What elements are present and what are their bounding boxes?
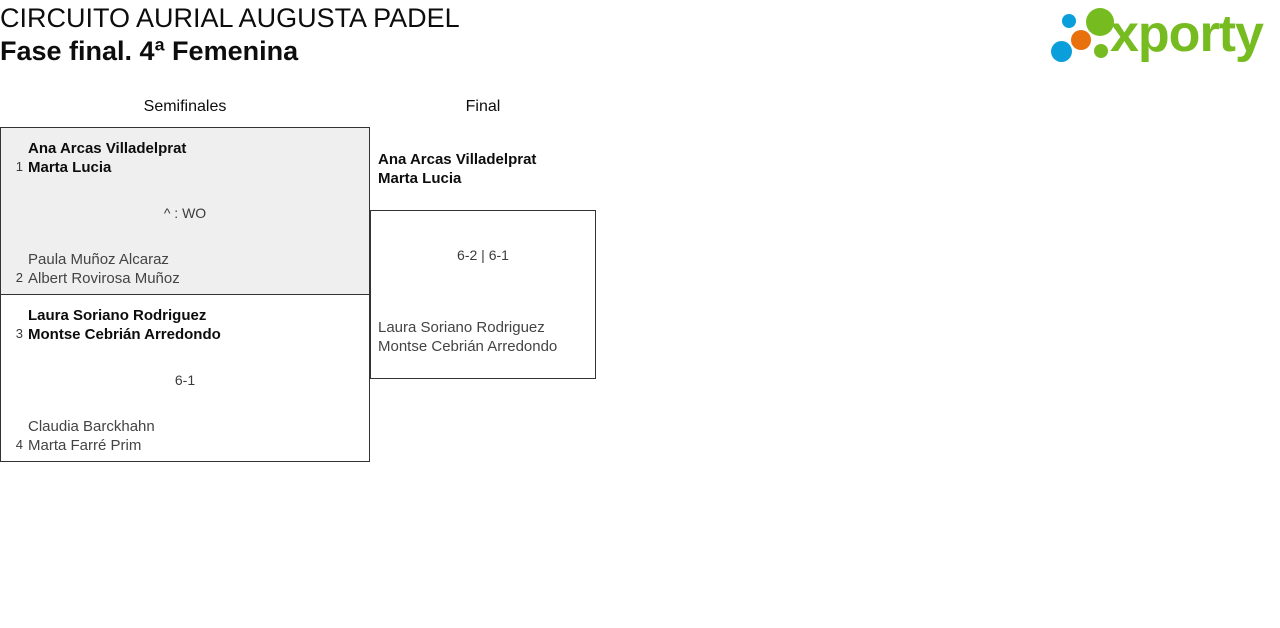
xporty-logo[interactable]: xporty	[1044, 5, 1272, 64]
match-semifinal-2-score: 6-1	[174, 372, 196, 388]
page-header: CIRCUITO AURIAL AUGUSTA PADEL Fase final…	[0, 0, 1280, 78]
match-semifinal-1-score: ^ : WO	[163, 205, 207, 221]
player-name: Ana Arcas Villadelprat	[28, 140, 187, 157]
logo-dot-blue-large	[1051, 41, 1072, 62]
player-name: Montse Cebrián Arredondo	[28, 326, 221, 343]
logo-dot-green-small	[1094, 44, 1108, 58]
logo-dot-blue-small	[1062, 14, 1076, 28]
logo-wordmark: xporty	[1110, 5, 1264, 63]
match-semifinal-2-team-bottom[interactable]: 4 Claudia Barckhahn Marta Farré Prim	[1, 417, 369, 455]
seed-number: 3	[15, 326, 23, 341]
match-final[interactable]: 6-2 | 6-1	[370, 210, 596, 379]
player-name: Marta Lucia	[28, 159, 112, 176]
match-final-team-bottom[interactable]: Laura Soriano Rodriguez Montse Cebrián A…	[378, 318, 593, 356]
player-name: Ana Arcas Villadelprat	[378, 151, 537, 168]
player-name: Claudia Barckhahn	[28, 418, 155, 435]
logo-dot-green-large	[1086, 8, 1114, 36]
round-header-semifinals: Semifinales	[143, 98, 227, 115]
match-semifinal-1[interactable]: 1 Ana Arcas Villadelprat Marta Lucia ^ :…	[0, 127, 370, 295]
seed-number: 2	[15, 270, 23, 285]
match-semifinal-1-team-top[interactable]: 1 Ana Arcas Villadelprat Marta Lucia	[1, 139, 369, 177]
player-name: Albert Rovirosa Muñoz	[28, 270, 180, 287]
round-header-final: Final	[465, 98, 501, 115]
phase-title: Fase final. 4ª Femenina	[0, 36, 299, 66]
logo-dots-icon	[1050, 8, 1116, 62]
logo-dot-orange	[1071, 30, 1091, 50]
tournament-title: CIRCUITO AURIAL AUGUSTA PADEL	[0, 3, 460, 33]
seed-number: 1	[15, 159, 23, 174]
match-semifinal-2[interactable]: 3 Laura Soriano Rodriguez Montse Cebrián…	[0, 294, 370, 462]
player-name: Paula Muñoz Alcaraz	[28, 251, 169, 268]
player-name: Marta Lucia	[378, 170, 462, 187]
match-semifinal-2-team-top[interactable]: 3 Laura Soriano Rodriguez Montse Cebrián…	[1, 306, 369, 344]
player-name: Montse Cebrián Arredondo	[378, 338, 558, 355]
match-final-score: 6-2 | 6-1	[457, 247, 509, 263]
player-name: Laura Soriano Rodriguez	[378, 319, 545, 336]
player-name: Laura Soriano Rodriguez	[28, 307, 207, 324]
seed-number: 4	[15, 437, 23, 452]
player-name: Marta Farré Prim	[28, 437, 142, 454]
match-final-team-top[interactable]: Ana Arcas Villadelprat Marta Lucia	[378, 150, 593, 188]
match-semifinal-1-team-bottom[interactable]: 2 Paula Muñoz Alcaraz Albert Rovirosa Mu…	[1, 250, 369, 288]
